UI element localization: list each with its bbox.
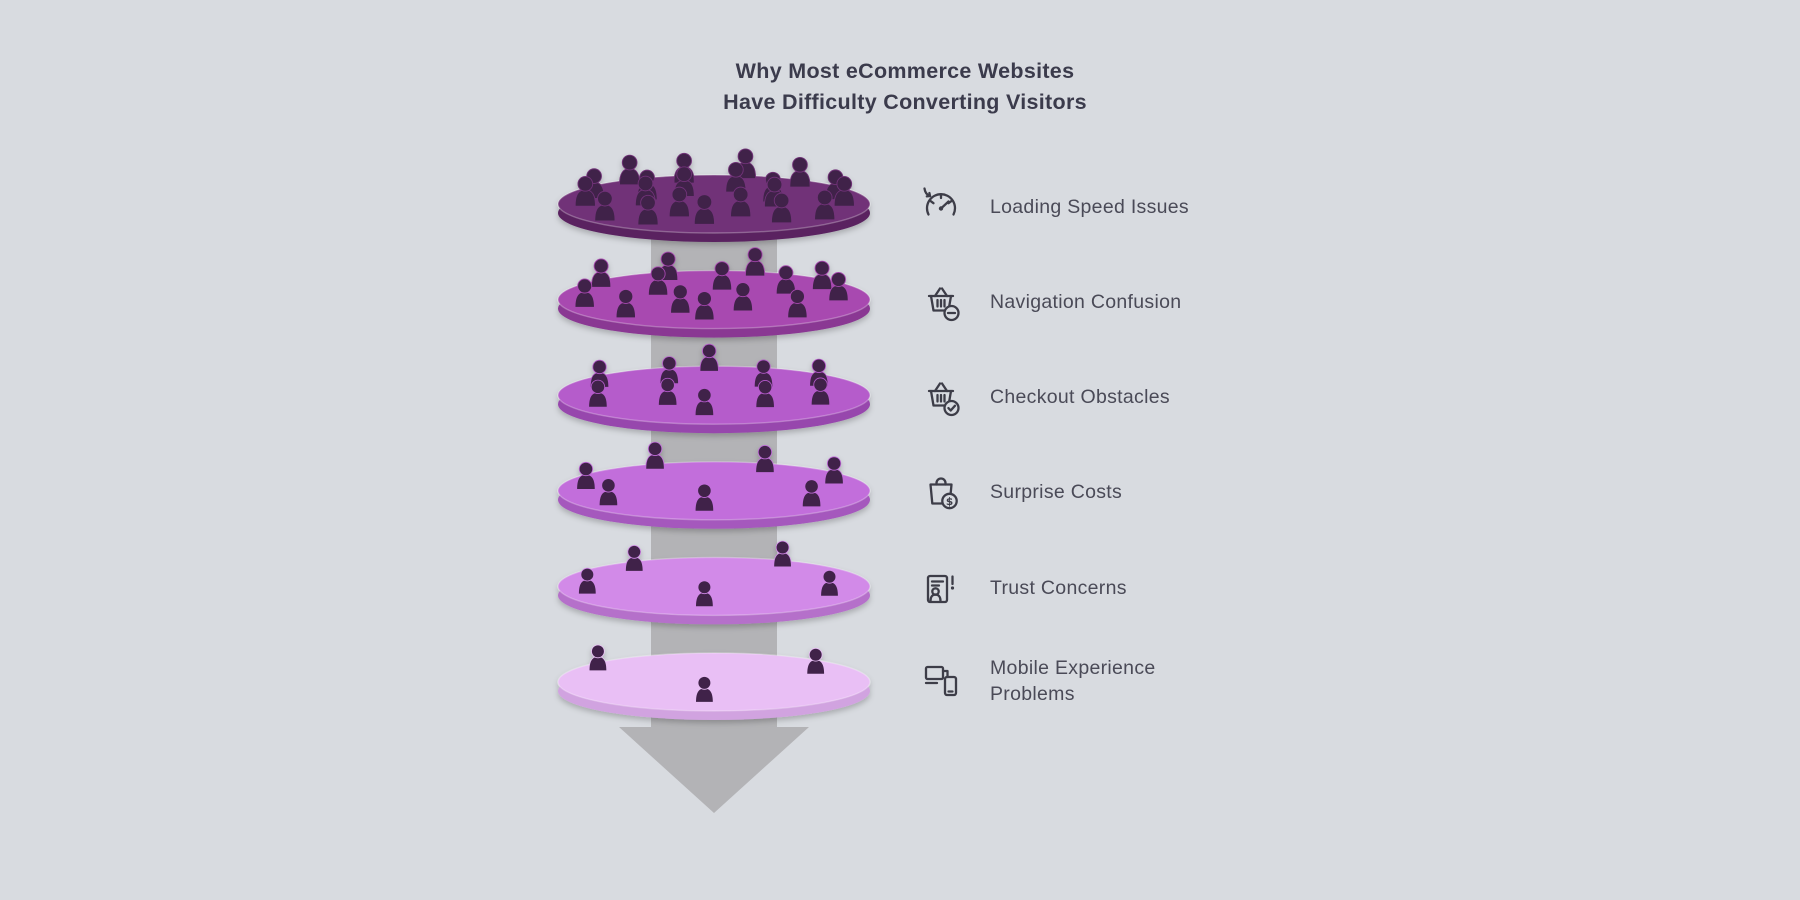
legend-item-checkout: Checkout Obstacles (918, 372, 1170, 422)
person-alert-icon (926, 574, 955, 604)
svg-text:$: $ (946, 496, 953, 508)
legend-item-mobile: Mobile Experience Problems (918, 656, 1225, 706)
legend-label: Navigation Confusion (990, 290, 1182, 313)
basket-check-icon (927, 382, 960, 417)
legend-item-loading-speed: Loading Speed Issues (918, 182, 1189, 232)
legend-label: Surprise Costs (990, 480, 1123, 503)
title-line-1: Why Most eCommerce Websites (735, 59, 1075, 83)
basket-remove-icon (927, 287, 960, 322)
legend-label: Checkout Obstacles (990, 385, 1170, 408)
legend-label: Mobile Experience Problems (990, 656, 1156, 705)
legend-item-trust: Trust Concerns (918, 563, 1127, 613)
page-title: Why Most eCommerce Websites Have Difficu… (723, 56, 1087, 118)
title-line-2: Have Difficulty Converting Visitors (723, 90, 1087, 115)
bag-cost-icon: $ (929, 477, 958, 510)
legend-item-surprise-costs: $ Surprise Costs (918, 467, 1122, 517)
devices-icon (924, 665, 958, 697)
speedometer-icon (923, 187, 957, 216)
legend-label: Trust Concerns (990, 576, 1127, 599)
legend-label: Loading Speed Issues (990, 195, 1189, 218)
legend-item-navigation: Navigation Confusion (918, 277, 1181, 327)
